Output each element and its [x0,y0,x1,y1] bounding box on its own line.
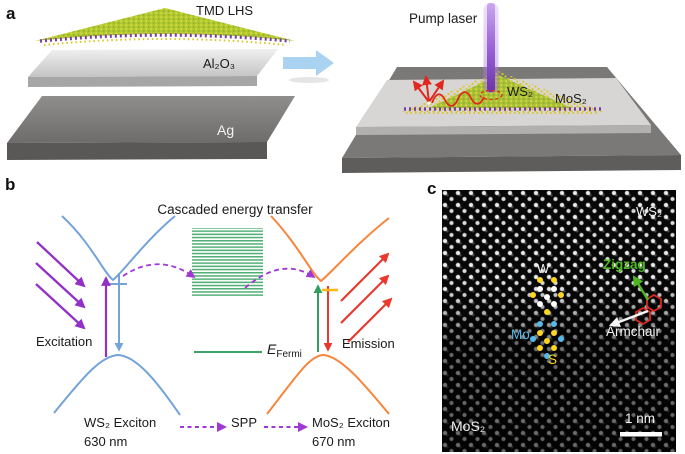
pump-laser-beam [479,3,503,101]
ag-label: Ag [217,122,235,138]
ws2-wavelength-label: 630 nm [84,434,128,449]
scale-bar-label: 1 nm [625,411,656,426]
panel-b-label: b [5,175,16,194]
stem-ws2-label: WS₂ [636,204,662,219]
mos2-bands [266,215,390,415]
emission-arrows [340,252,393,343]
spp-continuum-box [192,228,263,296]
fermi-symbol: E [267,341,277,357]
stem-mos2-label: MoS₂ [451,418,486,434]
device-substrate [342,67,681,173]
emission-label: Emission [342,336,395,351]
mos2-wavelength-label: 670 nm [312,434,356,449]
al2o3-label: Al₂O₃ [203,56,236,71]
armchair-label: Armchair [606,324,661,339]
al2o3-slab [28,49,278,87]
assembly-arrow [283,50,334,83]
fermi-subscript: Fermi [276,349,302,360]
fermi-level-label: EFermi [267,341,302,360]
w-atom-label: W [537,261,550,276]
cascaded-energy-transfer-title: Cascaded energy transfer [157,202,313,217]
tmd-lhs-sheet [35,8,295,46]
mo-atom-label: Mo [511,327,530,342]
mos2-flake-label: MoS₂ [555,91,587,106]
spp-label: SPP [231,415,258,430]
ws2-flake-label: WS₂ [507,84,533,99]
panel-c-label: c [427,179,437,198]
tmd-lhs-label: TMD LHS [196,3,254,18]
zigzag-label: Zigzag [603,257,646,272]
mos2-exciton-label: MoS₂ Exciton [312,415,391,430]
s-atom-label: S [548,352,558,367]
ws2-exciton-label: WS₂ Exciton [84,415,157,430]
excitation-label: Excitation [36,334,93,349]
spp-wave [412,75,485,107]
pump-laser-label: Pump laser [409,11,478,26]
ws2-bands [53,215,181,416]
energy-transfer-arcs [122,263,316,289]
ag-slab [7,96,295,160]
panel-a-label: a [6,4,16,23]
